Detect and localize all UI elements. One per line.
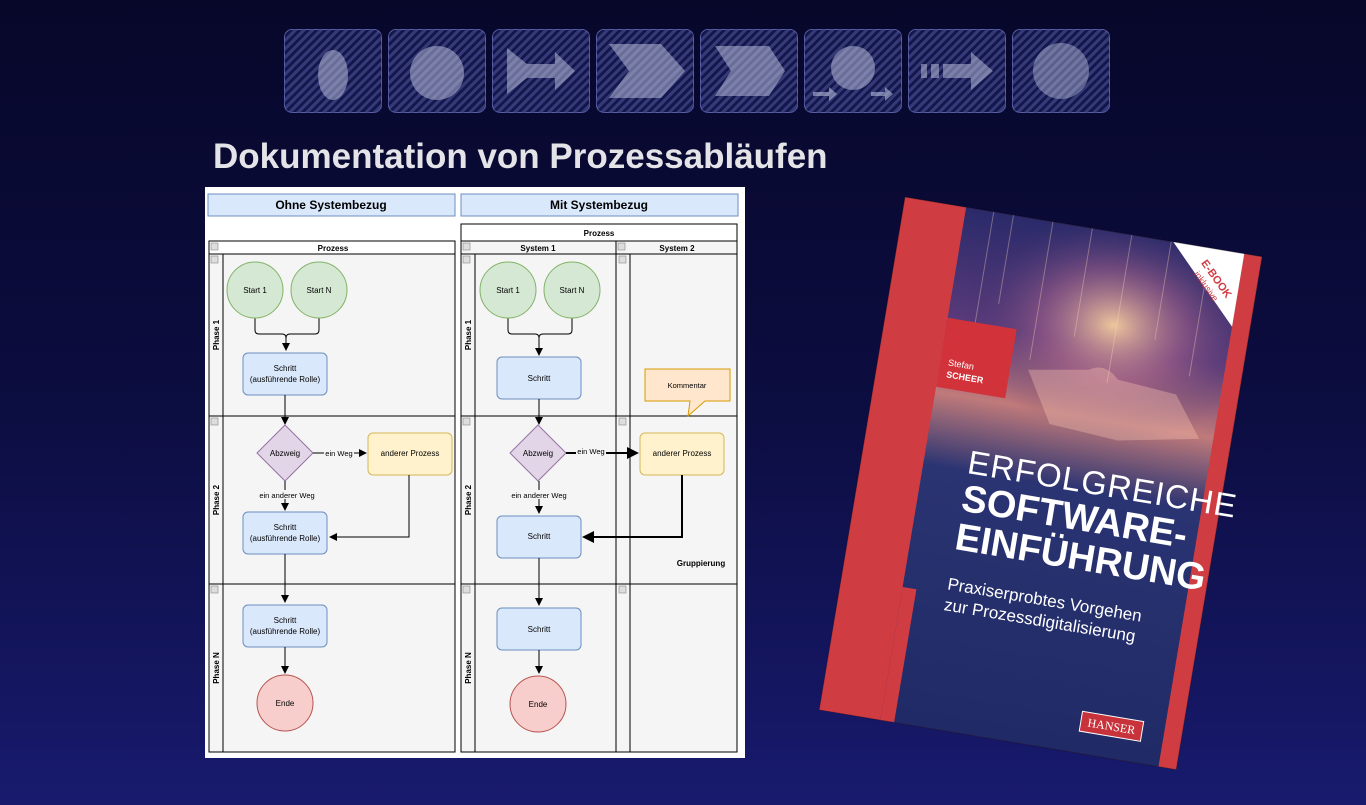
collapse-icon[interactable] [617,242,626,251]
branch-node [509,424,567,482]
connector-arrow-icon [492,29,590,113]
pool-right-label: Prozess [584,229,615,238]
step-label: Schritt [528,625,551,634]
start-n-label: Start N [560,286,585,295]
step-role-label: (ausführende Rolle) [250,627,321,636]
collapse-icon[interactable] [210,242,219,251]
header-right: Mit Systembezug [550,198,648,212]
phase-n-label: Phase N [464,652,473,684]
start-n-node [543,261,601,319]
phase-2-label: Phase 2 [212,484,221,515]
collapse-icon[interactable] [618,585,627,594]
phase-2-label: Phase 2 [464,484,473,515]
lane-system-1-label: System 1 [520,244,556,253]
header-box-left [207,193,456,217]
step-label: Schritt [274,364,297,373]
chevron-arrow-icon [596,29,694,113]
collapse-icon[interactable] [210,417,219,426]
start-1-label: Start 1 [496,286,520,295]
grouping-label: Gruppierung [677,559,726,568]
collapse-icon[interactable] [462,242,471,251]
comment-label: Kommentar [668,381,707,390]
event-symbol-icon [388,29,486,113]
start-n-label: Start N [307,286,332,295]
pool-left-label: Prozess [318,244,349,253]
comment-callout [644,368,731,418]
other-process-node [367,432,453,476]
end-label: Ende [529,700,548,709]
step-role-label: (ausführende Rolle) [250,375,321,384]
other-process-label: anderer Prozess [653,449,712,458]
lane-system-2-label: System 2 [659,244,695,253]
step-label: Schritt [528,374,551,383]
other-way-label: ein anderer Weg [259,491,314,500]
end-node [509,675,567,733]
start-1-node [479,261,537,319]
branch-label: Abzweig [523,449,553,458]
collapse-icon[interactable] [210,585,219,594]
page-title: Dokumentation von Prozessabläufen [213,137,828,176]
phase-1-label: Phase 1 [464,319,473,350]
step-role-label: (ausführende Rolle) [250,534,321,543]
start-n-node [290,261,348,319]
process-diagram: Ohne Systembezug Mit Systembezug Prozess… [205,187,745,758]
collapse-icon[interactable] [618,255,627,264]
end-node [256,674,314,732]
collapse-icon[interactable] [618,417,627,426]
author-first-name: Stefan [947,357,974,371]
end-label: Ende [276,699,295,708]
header-box-right [460,193,739,217]
header-left: Ohne Systembezug [275,198,386,212]
collapse-icon[interactable] [462,417,471,426]
phase-1-label: Phase 1 [212,319,221,350]
step-label: Schritt [274,616,297,625]
phase-n-label: Phase N [212,652,221,684]
collapse-icon[interactable] [210,255,219,264]
dashed-arrow-icon [908,29,1006,113]
other-process-label: anderer Prozess [381,449,440,458]
start-1-node [226,261,284,319]
step-label: Schritt [274,523,297,532]
branch-label: Abzweig [270,449,300,458]
step-label: Schritt [528,532,551,541]
start-1-label: Start 1 [243,286,267,295]
collapse-icon[interactable] [462,585,471,594]
collapse-icon[interactable] [462,255,471,264]
other-way-label: ein anderer Weg [511,491,566,500]
sequence-flow-icon [804,29,902,113]
process-chevron-icon [700,29,798,113]
start-symbol-icon [284,29,382,113]
one-way-label: ein Weg [325,449,352,458]
end-symbol-icon [1012,29,1110,113]
symbol-icon-row [284,27,1110,113]
one-way-label: ein Weg [577,447,604,456]
